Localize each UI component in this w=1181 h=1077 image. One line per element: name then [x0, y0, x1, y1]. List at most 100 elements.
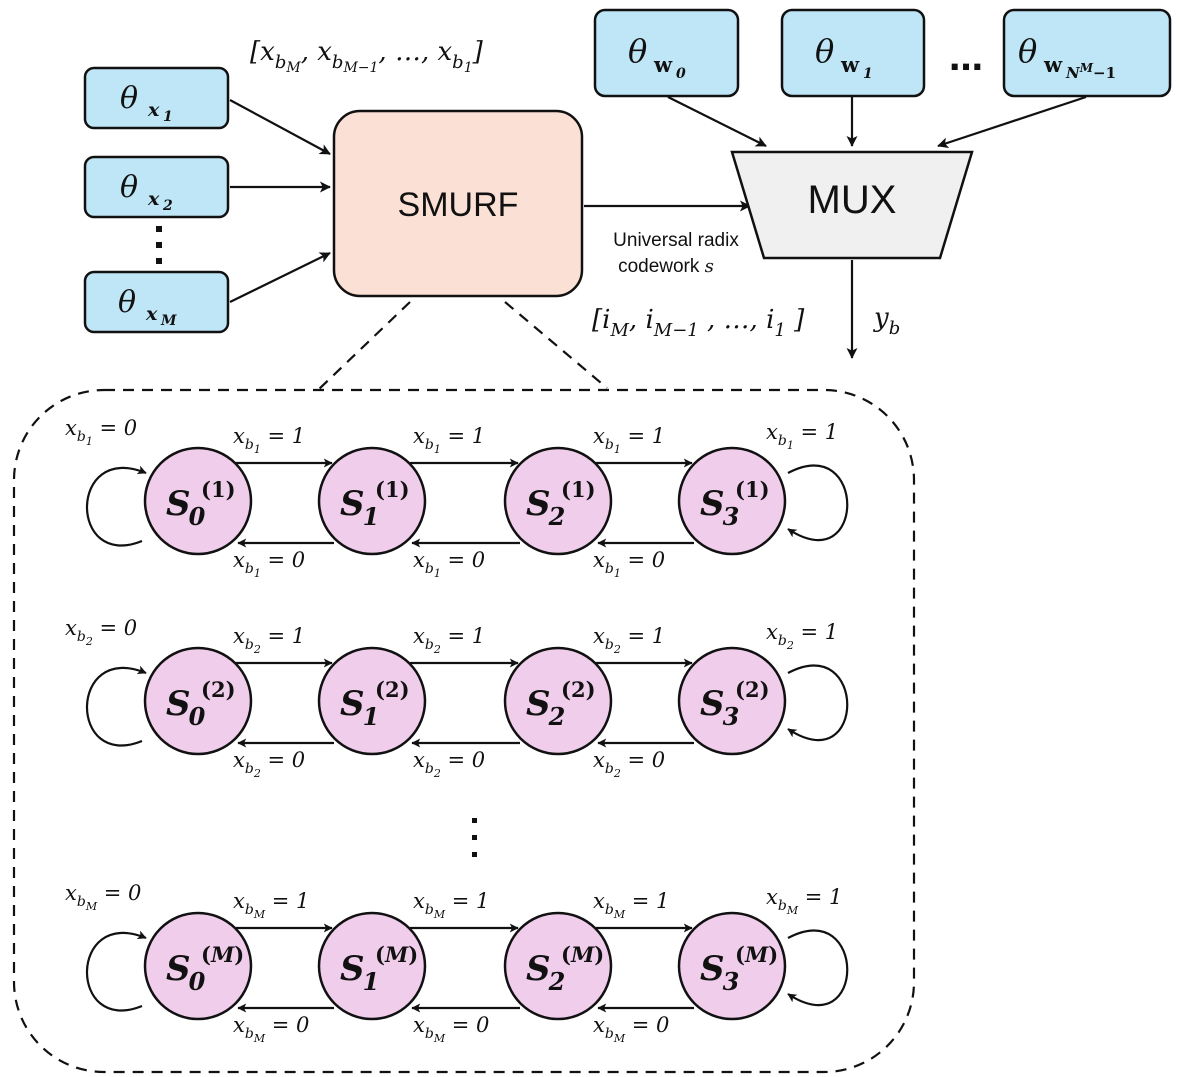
state-node-s0: S0(2): [143, 646, 253, 756]
state-superscript: (1): [201, 477, 236, 502]
self-loop-end-label: xb1 = 1: [766, 420, 838, 452]
state-chain-1: xb1 = 1 xb1 = 0 xb1 = 1 xb1 = 0 xb1 = 1 xb1 =…: [65, 416, 849, 580]
weight-subsub: 0: [676, 66, 686, 82]
state-node-s1: S1(2): [317, 646, 427, 756]
state-node-s1: S1(1): [317, 446, 427, 556]
transition-forward-label: xb1 = 1: [233, 424, 305, 456]
weight-theta-w0: θ w 0: [593, 8, 740, 98]
input-symbol: θ: [118, 285, 136, 320]
state-label: S2: [526, 484, 565, 531]
state-chains: xb1 = 1 xb1 = 0 xb1 = 1 xb1 = 0 xb1 = 1 xb1 =…: [65, 416, 849, 1045]
transition-forward-label: xbM = 1: [413, 889, 489, 921]
state-superscript: (1): [735, 477, 770, 502]
transition-backward-label: xbM = 0: [593, 1013, 669, 1045]
codeword-note-line1: Universal radix: [613, 230, 739, 251]
state-superscript: (1): [375, 477, 410, 502]
state-node-s3: S3(1): [677, 446, 787, 556]
self-loop-start-arrow: [85, 465, 147, 547]
zoom-line-right: [504, 301, 608, 389]
input-sub: x: [145, 303, 158, 325]
arrow-wN-to-mux: [937, 95, 1087, 149]
state-chain-3: xbM = 1 xbM = 0 xbM = 1 xbM = 0 xbM = 1 xbM =…: [65, 881, 849, 1045]
weight-symbol: θ: [815, 32, 834, 70]
transition-forward-label: xb2 = 1: [233, 624, 305, 656]
top-vector: [xbM, xbM−1, …, xb1]: [250, 37, 484, 76]
self-loop-end-arrow: [787, 929, 849, 1007]
state-node-s3: S3(M): [677, 911, 787, 1021]
state-node-s2: S2(1): [503, 446, 613, 556]
transition-backward-label: xb1 = 0: [233, 548, 305, 580]
weight-symbol: θ: [628, 32, 647, 70]
self-loop-end-arrow: [787, 464, 849, 542]
index-vector: [iM, iM−1 , …, i1 ]: [592, 305, 805, 341]
state-superscript: (M): [201, 942, 244, 967]
smurf-block: SMURF: [332, 109, 584, 298]
self-loop-end-label: xb2 = 1: [766, 620, 838, 652]
state-label: S3: [700, 684, 739, 731]
state-node-s3: S3(2): [677, 646, 787, 756]
state-machine-panel: [12, 388, 916, 1074]
weight-theta-w1: θ w 1: [780, 8, 926, 98]
chains-ellipsis-vertical: [472, 818, 477, 857]
state-label: S0: [166, 684, 206, 731]
state-superscript: (2): [201, 677, 236, 702]
self-loop-start-label: xbM = 0: [65, 881, 141, 913]
state-superscript: (M): [375, 942, 418, 967]
weight-sub: w: [1043, 52, 1063, 77]
input-symbol: θ: [120, 170, 138, 205]
input-sub: x: [147, 99, 160, 121]
transition-forward-label: xb1 = 1: [413, 424, 485, 456]
mux-block: MUX: [730, 150, 974, 260]
input-theta-x1: θ x 1: [83, 66, 230, 130]
weights-ellipsis: …: [949, 39, 983, 79]
state-chain-2: xb2 = 1 xb2 = 0 xb2 = 1 xb2 = 0 xb2 = 1 xb2 =…: [65, 616, 849, 780]
state-label: S3: [700, 484, 739, 531]
input-theta-xM: θ x M: [83, 270, 230, 334]
state-label: S1: [340, 484, 379, 531]
self-loop-start-label: xb1 = 0: [65, 416, 137, 448]
codeword-note-line2: codework s: [618, 256, 714, 277]
weight-symbol: θ: [1018, 32, 1037, 70]
weight-subsub: NM−1: [1065, 61, 1116, 82]
self-loop-start-arrow: [85, 930, 147, 1012]
transition-backward-label: xb2 = 0: [593, 748, 665, 780]
transition-forward-label: xbM = 1: [593, 889, 669, 921]
input-sub: x: [147, 188, 160, 210]
state-superscript: (2): [735, 677, 770, 702]
transition-forward-label: xbM = 1: [233, 889, 309, 921]
weight-subsub: 1: [863, 66, 873, 82]
mux-label: MUX: [808, 178, 897, 222]
self-loop-end-label: xbM = 1: [766, 885, 842, 917]
transition-backward-label: xbM = 0: [413, 1013, 489, 1045]
transition-forward-label: xb2 = 1: [413, 624, 485, 656]
state-label: S1: [340, 684, 379, 731]
state-label: S2: [526, 684, 565, 731]
input-theta-x2: θ x 2: [83, 155, 230, 219]
transition-backward-label: xb2 = 0: [413, 748, 485, 780]
state-superscript: (1): [561, 477, 596, 502]
state-node-s2: S2(2): [503, 646, 613, 756]
input-symbol: θ: [120, 81, 138, 116]
weight-sub: w: [840, 52, 860, 77]
self-loop-start-label: xb2 = 0: [65, 616, 137, 648]
state-node-s0: S0(1): [143, 446, 253, 556]
state-superscript: (2): [561, 677, 596, 702]
input-subsub: 1: [163, 109, 173, 125]
state-node-s0: S0(M): [143, 911, 253, 1021]
state-label: S2: [526, 949, 565, 996]
state-node-s2: S2(M): [503, 911, 613, 1021]
transition-backward-label: xb1 = 0: [413, 548, 485, 580]
zoom-line-left: [317, 301, 411, 391]
transition-backward-label: xbM = 0: [233, 1013, 309, 1045]
arrow-x1-to-smurf: [229, 99, 331, 155]
input-subsub: M: [160, 313, 177, 329]
weight-sub: w: [653, 52, 673, 77]
state-superscript: (M): [735, 942, 778, 967]
state-label: S0: [166, 484, 206, 531]
output-yb: yb: [873, 303, 900, 339]
arrow-xM-to-smurf: [229, 252, 331, 303]
transition-backward-label: xb1 = 0: [593, 548, 665, 580]
state-label: S1: [340, 949, 379, 996]
